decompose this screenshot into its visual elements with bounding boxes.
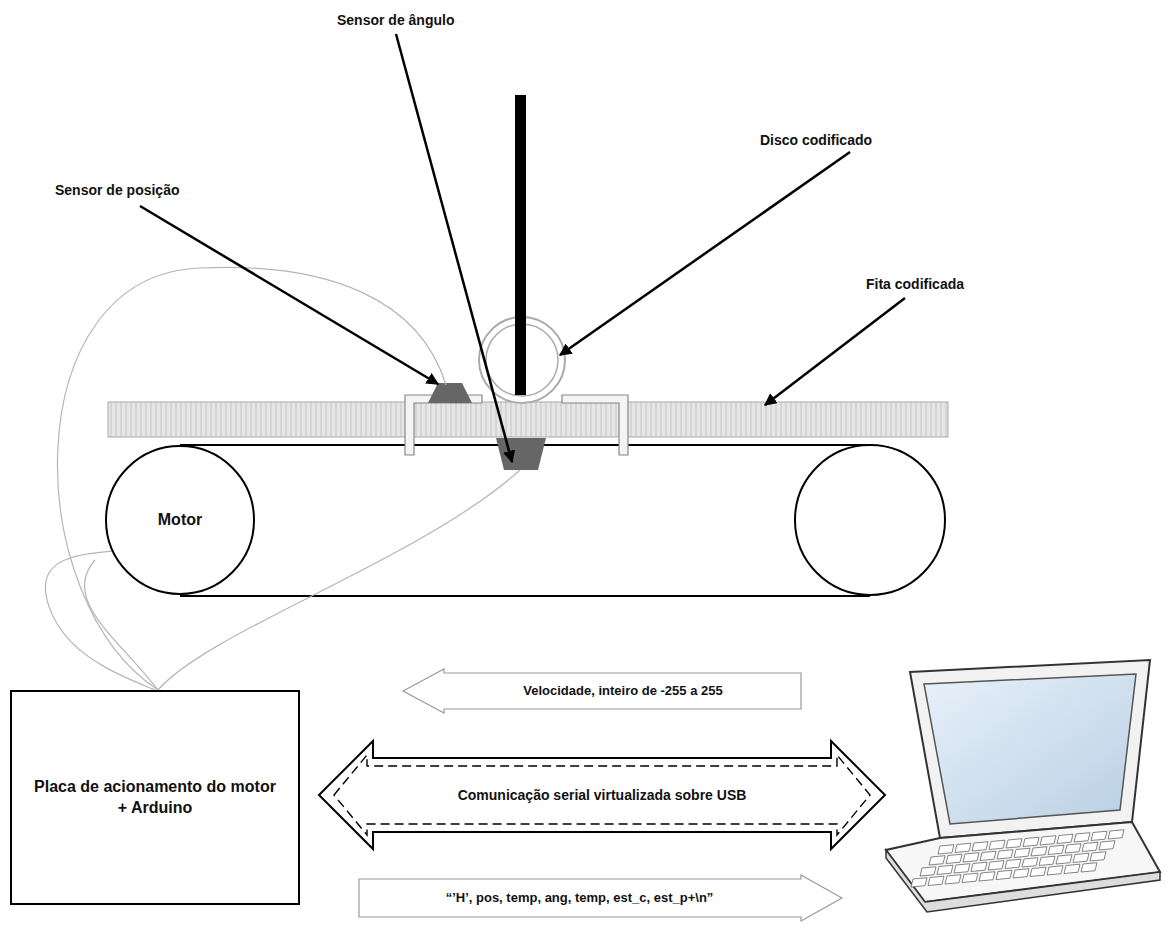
controller-board-outline: [10, 690, 300, 905]
leader-line: [396, 34, 512, 462]
part-label: Disco codificado: [760, 132, 872, 148]
motor-pulley: Motor: [105, 445, 255, 595]
node-text: Placa de acionamento do motor + Arduino: [30, 777, 280, 819]
part-label: Fita codificada: [866, 276, 964, 292]
command-arrow: Velocidade, inteiro de -255 a 255: [402, 668, 802, 714]
controller-board: Placa de acionamento do motor + Arduino: [10, 690, 300, 905]
telemetry-arrow: “’H’, pos, temp, ang, temp, est_c, est_p…: [358, 874, 843, 922]
part-label: Sensor de posição: [55, 182, 179, 198]
leader-line: [560, 152, 850, 355]
laptop: [886, 660, 1160, 912]
node-text: Motor: [158, 510, 202, 531]
pulley: [795, 445, 945, 595]
node-text: Comunicação serial virtualizada sobre US…: [458, 786, 747, 804]
serial-link-arrow: Comunicação serial virtualizada sobre US…: [318, 740, 886, 850]
cart-bracket: [562, 395, 628, 455]
angle-sensor: [496, 438, 546, 470]
pendulum-rod: [515, 95, 526, 395]
position-sensor: [428, 383, 472, 403]
belt: [180, 595, 870, 597]
leader-line: [140, 206, 438, 384]
cart-bracket: [405, 395, 482, 455]
part-label: Sensor de ângulo: [337, 12, 454, 28]
node-text: Velocidade, inteiro de -255 a 255: [523, 683, 722, 700]
node-text: “’H’, pos, temp, ang, temp, est_c, est_p…: [446, 890, 714, 907]
leader-line: [765, 298, 905, 405]
coded-tape: [108, 402, 948, 437]
